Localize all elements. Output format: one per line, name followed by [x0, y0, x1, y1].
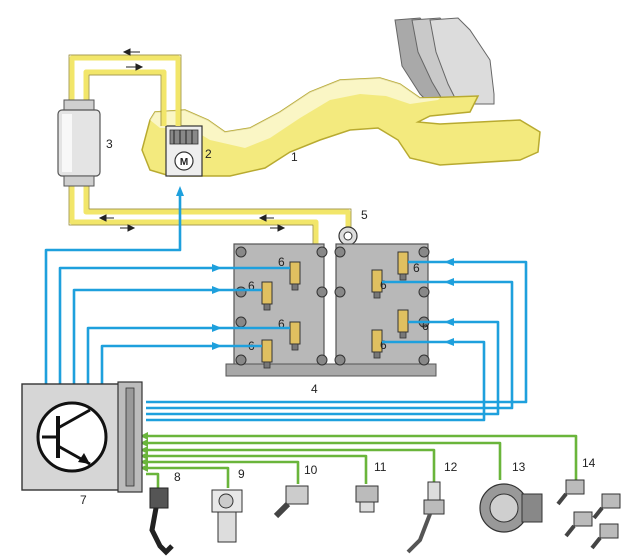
injector-icon: [289, 261, 301, 291]
fuel-filter: 3: [57, 99, 113, 187]
fuel-tank: 1: [141, 17, 541, 177]
sensor-12-number: 12: [444, 460, 458, 474]
filter-number: 3: [106, 137, 113, 151]
motor-letter: M: [180, 157, 188, 168]
injector-number: 6: [278, 255, 285, 269]
tank-number: 1: [291, 150, 298, 164]
sensor-12-lambda: 12: [406, 460, 458, 554]
sensor-10-number: 10: [304, 463, 318, 477]
sensor-8-pedal: 8: [149, 470, 181, 556]
sensor-11-temperature: 11: [355, 460, 387, 513]
injector-number: 6: [278, 317, 285, 331]
regulator-number: 5: [361, 208, 368, 222]
sensor-14-number: 14: [582, 456, 596, 470]
pump-number: 2: [205, 147, 212, 161]
injector-number: 6: [413, 261, 420, 275]
sensor-9-airmass: 9: [211, 467, 245, 543]
injector-number: 6: [380, 338, 387, 352]
wire-arrows: [176, 186, 454, 350]
injector-number: 6: [380, 278, 387, 292]
sensor-9-number: 9: [238, 467, 245, 481]
sensor-13-throttle: 13: [479, 460, 543, 533]
fuel-pump: M 2: [165, 125, 212, 177]
pressure-regulator: 5: [338, 208, 368, 246]
sensor-10-speed: 10: [273, 463, 318, 519]
injector-icon: [261, 281, 273, 311]
ecu-number: 7: [80, 493, 87, 507]
transistor-icon: [36, 401, 108, 473]
ecu: 7: [21, 381, 143, 507]
injectors: 6 6 6 6 6 6 6 6: [248, 251, 429, 369]
injector-number: 6: [422, 319, 429, 333]
sensor-wire-arrows: [140, 432, 148, 472]
injector-icon: [289, 321, 301, 351]
sensor-wires: [146, 434, 578, 488]
injector-number: 6: [248, 279, 255, 293]
sensor-13-number: 13: [512, 460, 526, 474]
sensor-11-number: 11: [374, 460, 387, 474]
sensor-14-knock: 14: [556, 456, 621, 550]
sensor-8-number: 8: [174, 470, 181, 484]
injector-icon: [261, 339, 273, 369]
motor-icon: [174, 151, 194, 171]
fuel-rail-number: 4: [311, 382, 318, 396]
